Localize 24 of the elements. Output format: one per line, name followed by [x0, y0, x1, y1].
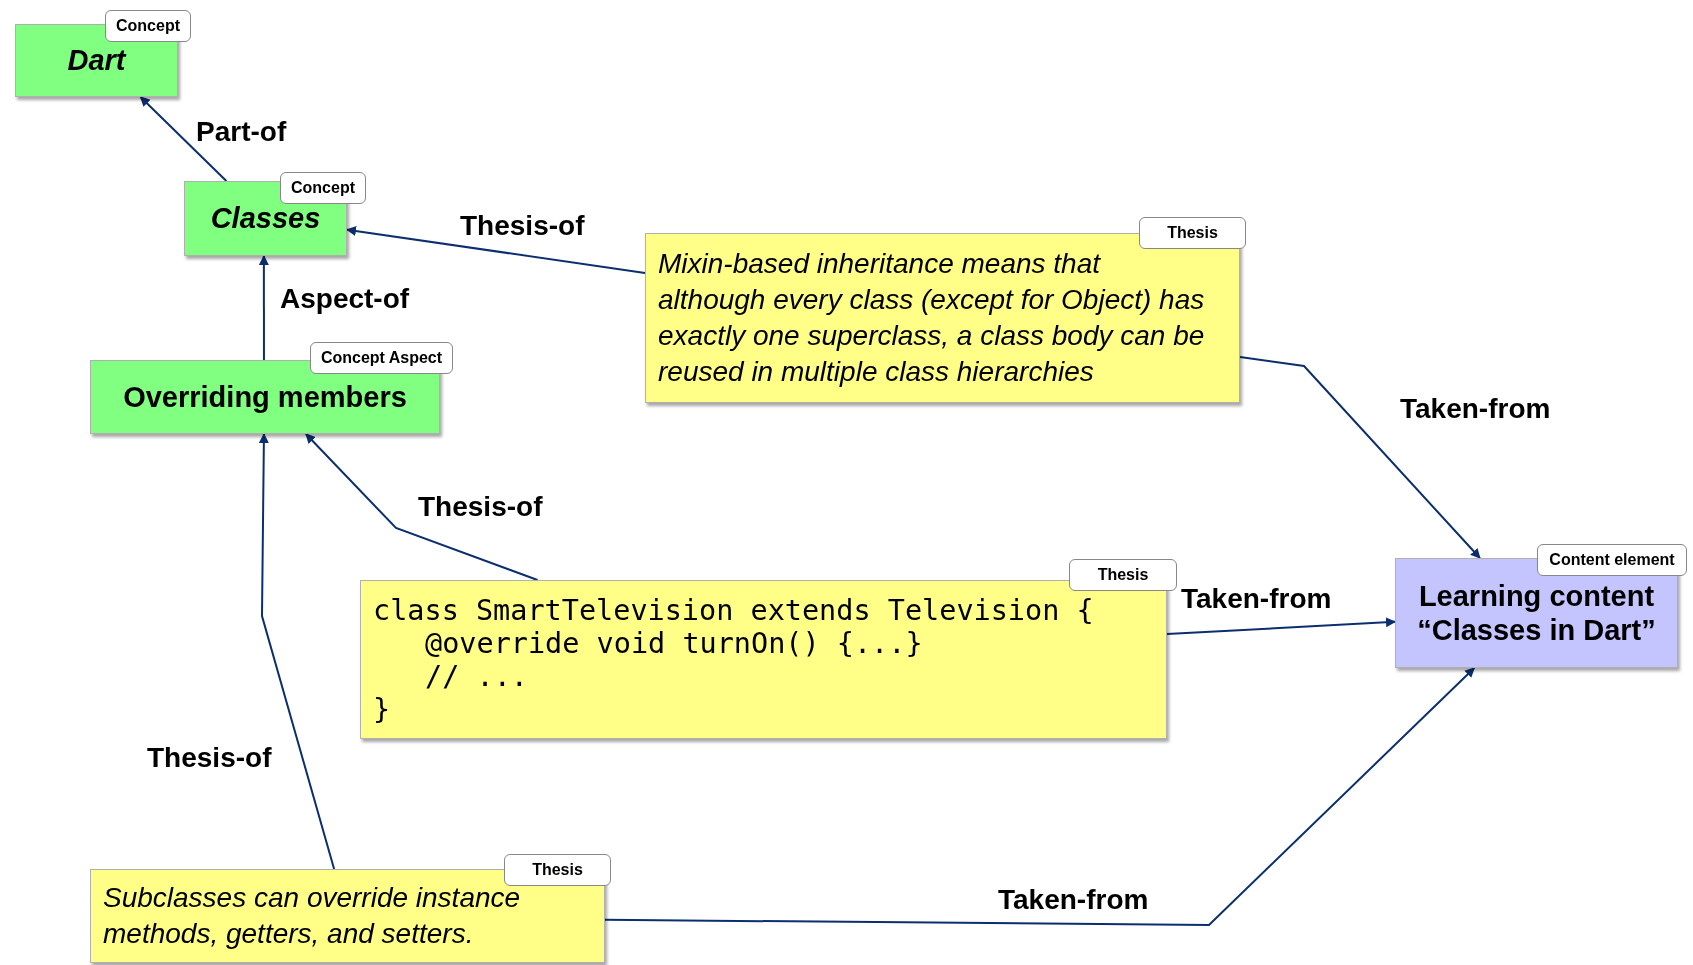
node-title: Dart: [67, 44, 126, 77]
arrow: [139, 96, 228, 182]
code-line: @override void turnOn() {...}: [424, 626, 924, 660]
arrow: [346, 226, 646, 274]
type-tag: Concept Aspect: [310, 342, 453, 374]
arrow: [1239, 356, 1481, 559]
arrow: [1166, 617, 1396, 636]
type-tag: Content element: [1537, 544, 1687, 576]
node-title: Learning content “Classes in Dart”: [1416, 579, 1657, 647]
node-title: Overriding members: [123, 380, 407, 414]
thesis-text: Mixin-based inheritance means that although every class (except for Object) has exactly one superclass, a class body can be reused in multiple class hierarchies: [658, 247, 1206, 389]
arrow: [604, 667, 1476, 926]
arrow: [304, 433, 539, 581]
arrow: [258, 433, 336, 870]
code-line: class SmartTelevision extends Television {: [373, 593, 1095, 627]
code-line: // ...: [424, 659, 529, 693]
type-tag: Thesis: [1069, 559, 1177, 591]
code-line: }: [373, 692, 392, 726]
node-title: Classes: [210, 202, 321, 235]
type-tag: Thesis: [504, 854, 611, 886]
arrow: [258, 255, 269, 361]
type-tag: Concept: [105, 10, 191, 42]
type-tag: Concept: [280, 172, 366, 204]
type-tag: Thesis: [1139, 217, 1246, 249]
